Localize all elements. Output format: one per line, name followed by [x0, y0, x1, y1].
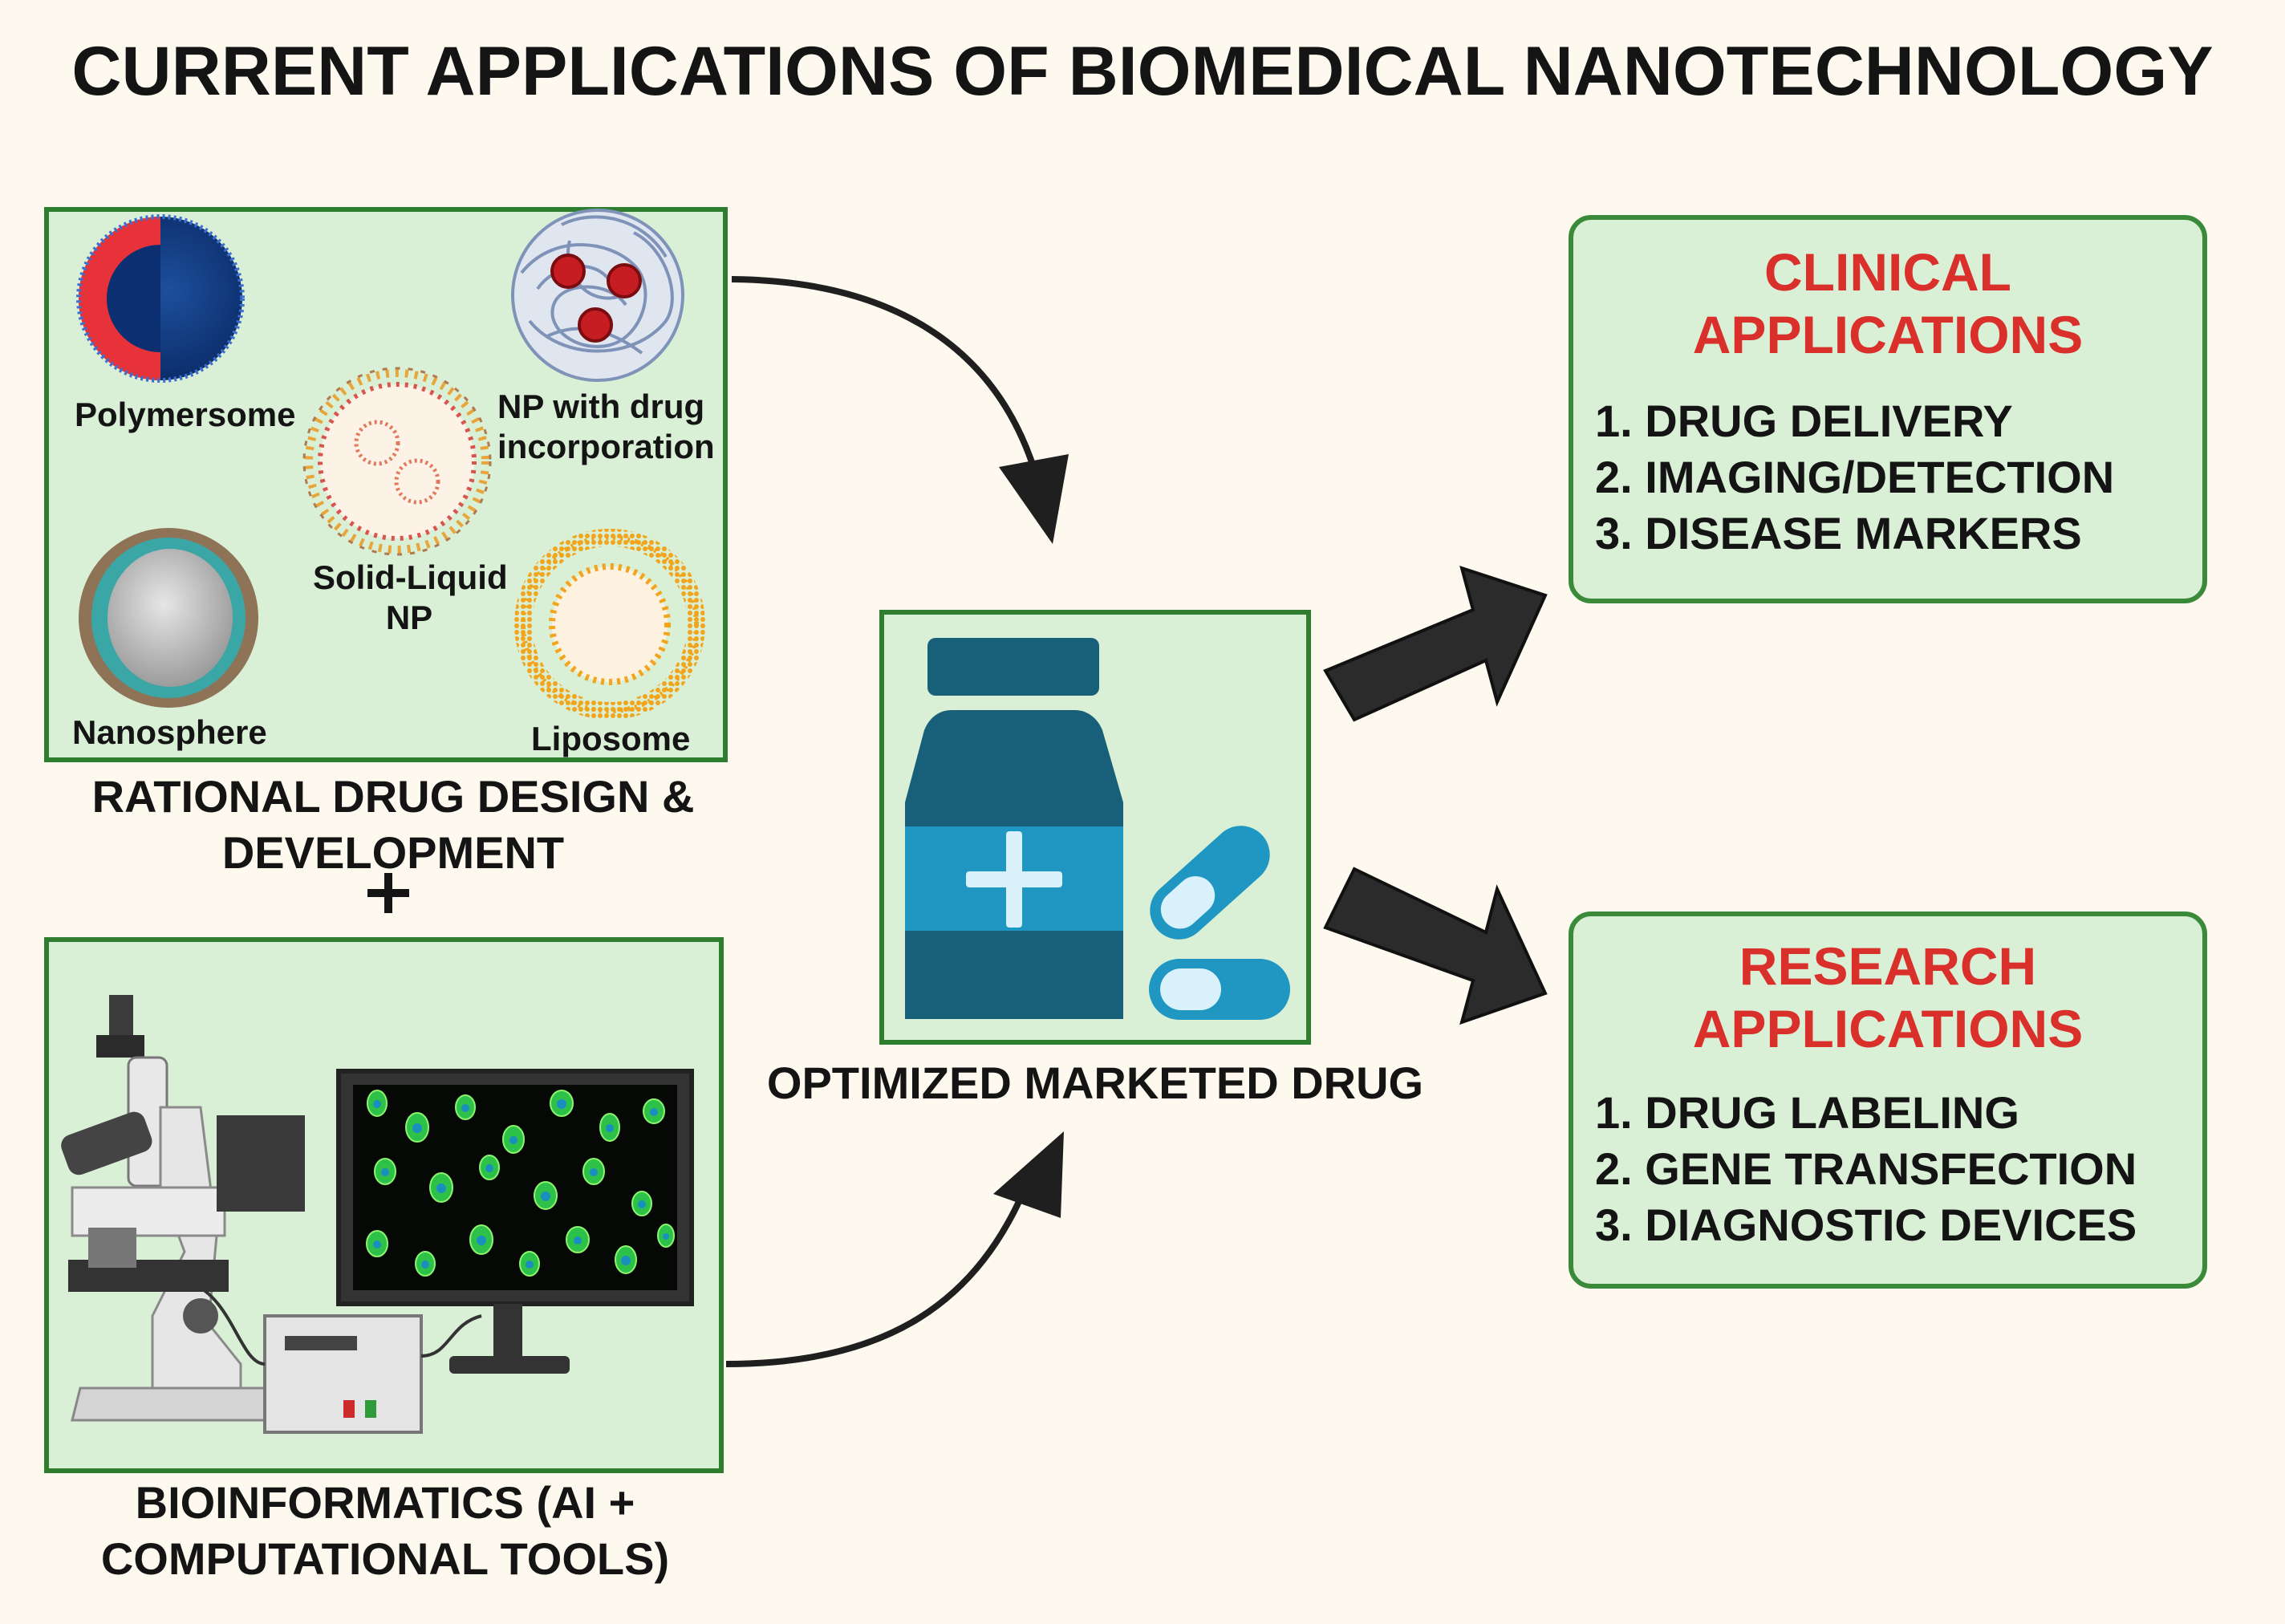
arrow-to-clinical: [1323, 565, 1548, 722]
drug-caption: OPTIMIZED MARKETED DRUG: [766, 1058, 1424, 1108]
design-caption-line1: RATIONAL DRUG DESIGN &: [91, 771, 695, 822]
arrow-design-to-drug: [731, 276, 1069, 544]
nanosphere-label: Nanosphere: [72, 713, 267, 751]
microscope-icon: [61, 995, 305, 1422]
clinical-item: 3. DISEASE MARKERS: [1595, 508, 2082, 558]
design-caption-line2: DEVELOPMENT: [221, 827, 565, 878]
medicine-bottle-icon: [905, 638, 1123, 1019]
capsule-icon: [1149, 826, 1290, 1020]
np-drug-label-line1: NP with drug: [497, 388, 705, 425]
plus-sign-text: +: [0, 0, 1, 1]
clinical-title-line1: CLINICAL: [1764, 242, 2011, 302]
clinical-item: 2. IMAGING/DETECTION: [1595, 452, 2115, 502]
research-item: 3. DIAGNOSTIC DEVICES: [1595, 1200, 2137, 1250]
nanosphere-icon: [79, 528, 258, 708]
clinical-title-line2: APPLICATIONS: [1692, 305, 2084, 364]
page-title: CURRENT APPLICATIONS OF BIOMEDICAL NANOT…: [71, 33, 2214, 110]
arrow-to-research: [1323, 867, 1548, 1025]
research-item: 2. GENE TRANSFECTION: [1595, 1143, 2137, 1194]
plus-sign: [367, 873, 409, 913]
arrow-bioinformatics-to-drug: [725, 1131, 1064, 1367]
np-drug-icon: [511, 209, 684, 382]
bio-caption-line2: COMPUTATIONAL TOOLS): [100, 1533, 670, 1584]
research-item: 1. DRUG LABELING: [1595, 1087, 2019, 1138]
solid-liquid-np-icon: [302, 367, 492, 556]
liposome-icon: [514, 529, 705, 720]
clinical-item: 1. DRUG DELIVERY: [1595, 396, 2013, 446]
clinical-applications-box: [1569, 215, 2207, 603]
research-title-line2: APPLICATIONS: [1692, 999, 2084, 1058]
solid-liquid-label-line1: Solid-Liquid: [313, 558, 508, 596]
polymersome-label: Polymersome: [75, 396, 296, 433]
liposome-label: Liposome: [531, 720, 691, 757]
np-drug-label-line2: incorporation: [497, 428, 715, 465]
research-title-line1: RESEARCH: [1739, 936, 2037, 996]
monitor-icon: [192, 1069, 694, 1434]
research-applications-box: [1569, 911, 2207, 1289]
bio-caption-line1: BIOINFORMATICS (AI +: [135, 1477, 635, 1528]
solid-liquid-label-line2: NP: [385, 599, 433, 636]
polymersome-icon: [76, 214, 245, 383]
